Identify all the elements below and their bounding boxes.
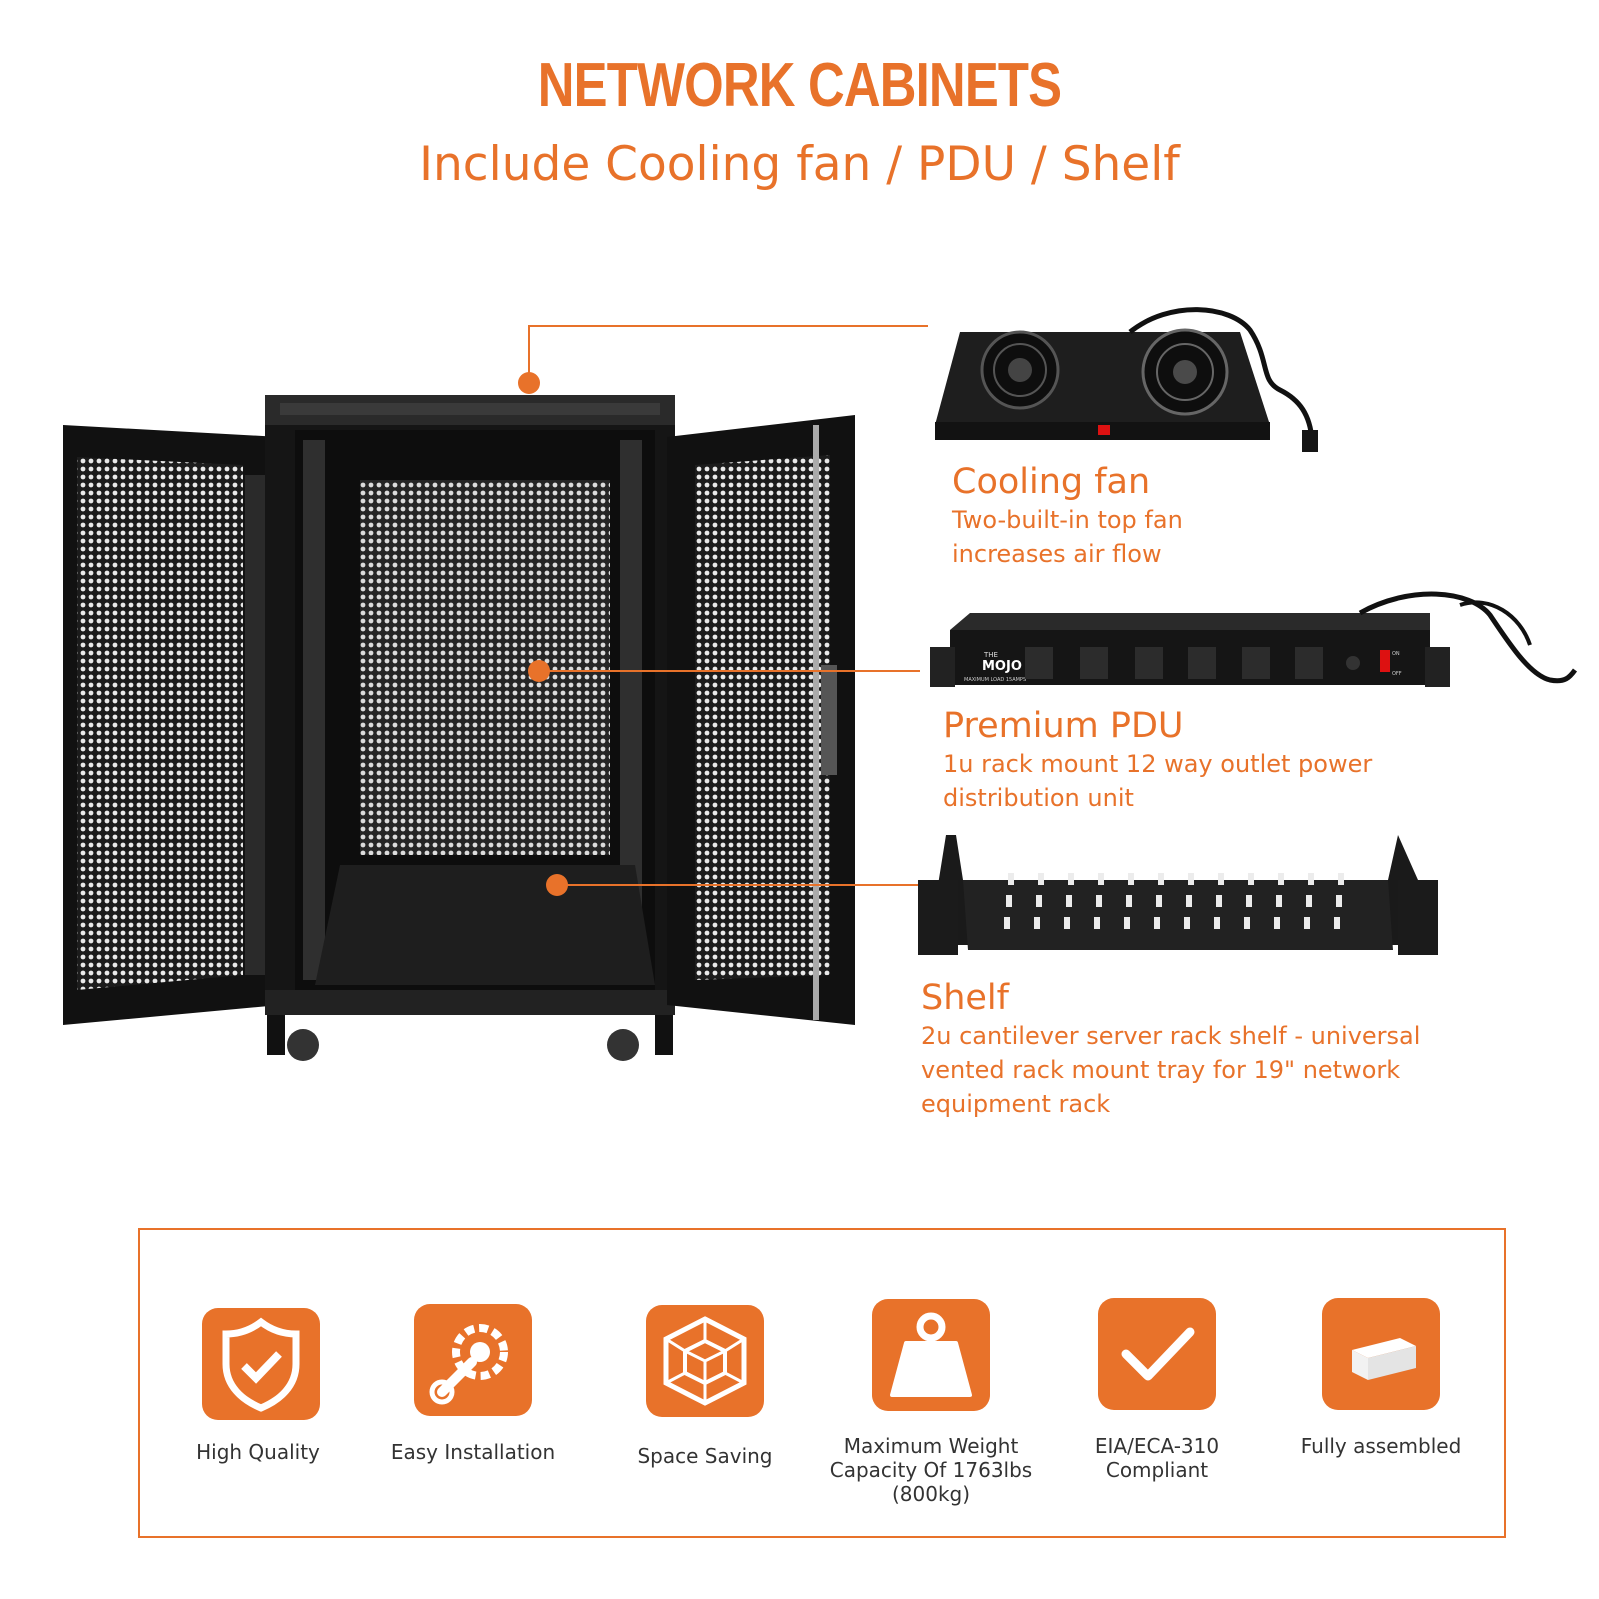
feature-desc-line: equipment rack [921, 1090, 1111, 1118]
feature-desc-cooling-fan: Two-built-in top fan increases air flow [952, 503, 1183, 571]
badge-label-line: EIA/ECA-310 [1094, 1434, 1220, 1458]
feature-desc-line: 2u cantilever server rack shelf - univer… [921, 1022, 1421, 1050]
pdu-switch-off: OFF [1392, 671, 1402, 677]
network-cabinet-image [63, 395, 855, 1061]
feature-title-cooling-fan: Cooling fan [952, 462, 1151, 502]
badge-label-space-saving: Space Saving [565, 1444, 845, 1468]
badge-fully-assembled [1322, 1298, 1440, 1410]
shelf-image [918, 835, 1438, 955]
badge-label-eia-compliant: EIA/ECA-310 Compliant [1017, 1434, 1297, 1482]
pdu-load: MAXIMUM LOAD 15AMPS [964, 677, 1026, 683]
badge-label-line: Space Saving [637, 1444, 773, 1468]
badge-label-high-quality: High Quality [118, 1440, 398, 1464]
pdu-brand: MOJO [982, 659, 1022, 674]
page-subtitle: Include Cooling fan / PDU / Shelf [419, 137, 1180, 192]
feature-desc-line: increases air flow [952, 540, 1162, 568]
badge-label-line: Capacity Of 1763lbs (800kg) [829, 1458, 1033, 1506]
callout-dot-fan [518, 372, 540, 394]
badge-label-line: Easy Installation [390, 1440, 556, 1464]
badge-space-saving [646, 1305, 764, 1417]
pdu-switch-on: ON [1392, 651, 1400, 657]
cube-icon [663, 1316, 747, 1406]
callout-dot-shelf [546, 874, 568, 896]
badge-label-line: Compliant [1105, 1458, 1209, 1482]
eraser-block-icon [1352, 1338, 1416, 1380]
feature-desc-premium-pdu: 1u rack mount 12 way outlet power distri… [943, 747, 1372, 815]
badge-label-easy-installation: Easy Installation [333, 1440, 613, 1464]
badge-high-quality [202, 1308, 320, 1420]
badge-label-maximum-weight: Maximum Weight Capacity Of 1763lbs (800k… [791, 1434, 1071, 1506]
badge-easy-installation [414, 1304, 532, 1416]
features-box [138, 1228, 1506, 1538]
pdu-image: THE MOJO MAXIMUM LOAD 15AMPS ON OFF [930, 591, 1578, 687]
feature-desc-line: distribution unit [943, 784, 1134, 812]
checkmark-icon [1121, 1327, 1195, 1381]
callout-line-fan-vertical [528, 325, 530, 383]
callout-line-shelf [556, 884, 918, 886]
callout-line-pdu [540, 670, 920, 672]
wrench-gear-icon [429, 1324, 508, 1405]
feature-desc-line: Two-built-in top fan [952, 506, 1183, 534]
badge-maximum-weight [872, 1299, 990, 1411]
feature-title-premium-pdu: Premium PDU [943, 706, 1184, 746]
badge-eia-compliant [1098, 1298, 1216, 1410]
callout-dot-pdu [528, 660, 550, 682]
feature-title-shelf: Shelf [921, 978, 1009, 1018]
feature-desc-line: vented rack mount tray for 19" network [921, 1056, 1401, 1084]
shield-check-icon [222, 1317, 300, 1412]
page-title: NETWORK CABINETS [537, 51, 1062, 120]
cooling-fan-image [935, 307, 1318, 452]
callout-line-fan [528, 325, 928, 327]
badge-label-line: Fully assembled [1300, 1434, 1462, 1458]
badge-label-fully-assembled: Fully assembled [1241, 1434, 1521, 1458]
pdu-brand-small: THE [983, 651, 998, 659]
weight-icon [890, 1312, 972, 1397]
badge-label-line: High Quality [196, 1440, 320, 1464]
feature-desc-line: 1u rack mount 12 way outlet power [943, 750, 1373, 778]
feature-desc-shelf: 2u cantilever server rack shelf - univer… [921, 1019, 1420, 1121]
badge-label-line: Maximum Weight [843, 1434, 1019, 1458]
